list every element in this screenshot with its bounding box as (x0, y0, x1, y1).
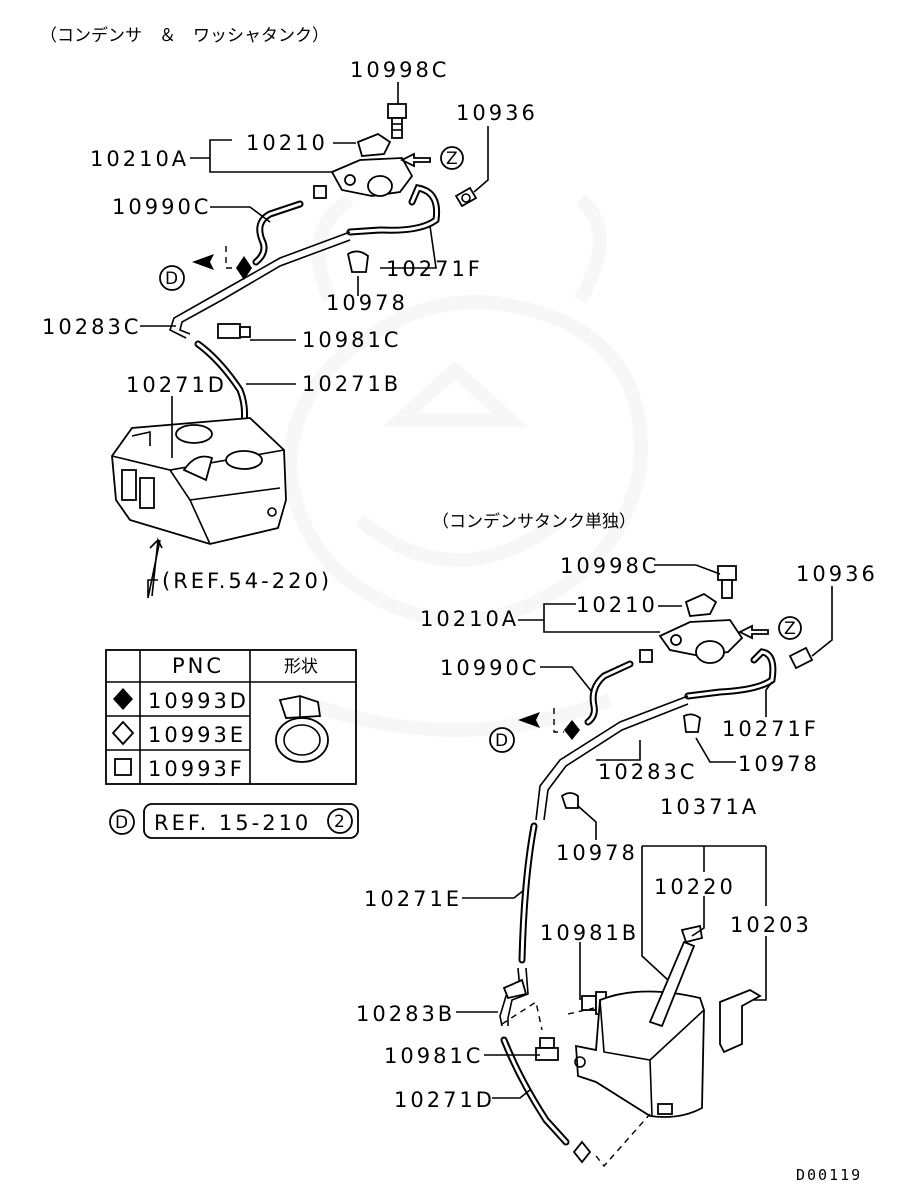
label-10990c-b: 10990C (440, 656, 539, 680)
condenser-tank-10371a-icon (574, 924, 705, 1118)
ref-box-number: 2 (334, 812, 345, 832)
legend-table: PNC 形状 10993D 10993E 10993F (105, 649, 357, 785)
d-circle-b (489, 727, 515, 753)
label-z-b: Z (784, 619, 796, 639)
clamp-10978-b2-icon (560, 792, 579, 809)
label-10936-b: 10936 (796, 562, 878, 586)
label-10981c: 10981C (302, 328, 401, 352)
filled-diamond-icon (113, 688, 133, 710)
top-section-header: （コンデンサ ＆ ワッシャタンク） (40, 25, 329, 46)
label-10283c: 10283C (42, 315, 141, 339)
label-10371a: 10371A (660, 795, 759, 819)
arrow-z-icon (399, 152, 431, 168)
label-10271d-b: 10271D (394, 1088, 495, 1112)
clamp-10978-icon (346, 250, 369, 273)
label-10981c-b: 10981C (384, 1044, 483, 1068)
label-10271e: 10271E (364, 887, 462, 911)
square-icon (114, 758, 132, 776)
footer-code: D00119 (796, 1166, 862, 1184)
label-10210a-b: 10210A (420, 607, 519, 631)
gasket-10210-b-icon (684, 592, 718, 617)
label-10210: 10210 (246, 131, 328, 155)
label-10978-b1: 10978 (738, 752, 820, 776)
z-circle-b (778, 616, 802, 640)
bracket-10203-icon (719, 988, 762, 1054)
bolt-10998c-b-icon (717, 565, 737, 599)
label-10271f: 10271F (386, 257, 483, 281)
check-valve-10981c-icon (217, 323, 251, 339)
label-10998c-b: 10998C (560, 554, 659, 578)
arrow-d-b-icon (518, 712, 540, 728)
d-circle (159, 265, 185, 291)
square-symbol-icon (313, 185, 327, 199)
ref-box-text: REF. 15-210 (154, 811, 311, 835)
watermark (282, 193, 648, 737)
arrow-d-icon (192, 254, 214, 270)
label-10283c-b: 10283C (598, 760, 697, 784)
legend-pnc-1: 10993D (148, 689, 249, 713)
bolt-10998c-icon (387, 103, 407, 139)
outline-diamond-icon (111, 720, 135, 746)
label-10936: 10936 (456, 101, 538, 125)
hose-clamp-shape-icon (275, 695, 329, 763)
ref-box-letter: D (115, 813, 128, 833)
label-10283b: 10283B (356, 1002, 455, 1026)
label-10990c: 10990C (112, 195, 211, 219)
label-10210a: 10210A (90, 147, 189, 171)
filled-diamond-symbol-b-icon (564, 720, 580, 740)
outline-diamond-symbol-icon (572, 1140, 592, 1164)
filled-diamond-symbol-icon (236, 256, 252, 280)
legend-header-shape: 形状 (284, 657, 318, 677)
legend-pnc-2: 10993E (148, 723, 246, 747)
top-assembly: 10998C 10936 10210 10210A Z 10990C D 102… (42, 58, 538, 599)
square-symbol-b-icon (639, 649, 653, 663)
clamp-10978-b1-icon (683, 713, 701, 733)
valve-body-10210a-icon (330, 157, 414, 197)
legend-pnc-3: 10993F (148, 757, 245, 781)
clip-10936-b-icon (788, 646, 814, 670)
clip-10936-icon (454, 186, 478, 208)
label-z: Z (446, 149, 458, 169)
label-10981b: 10981B (540, 921, 639, 945)
valve-body-10210a-b-icon (658, 619, 744, 664)
label-10271b: 10271B (302, 372, 401, 396)
z-circle (440, 146, 464, 170)
label-ref-54-220: (REF.54-220) (162, 569, 332, 593)
label-d: D (165, 269, 178, 289)
bottom-assembly: 10998C 10936 10210 10210A Z 10990C D 102… (356, 554, 878, 1168)
label-10978: 10978 (326, 291, 408, 315)
check-valve-10981c-b-icon (535, 1037, 559, 1061)
label-10998c: 10998C (350, 58, 449, 82)
washer-tank-icon (111, 417, 287, 545)
label-10210-b: 10210 (576, 593, 658, 617)
label-10978-b2: 10978 (556, 841, 638, 865)
label-10203: 10203 (730, 913, 812, 937)
label-10271d: 10271D (126, 373, 227, 397)
label-10271f-b: 10271F (722, 717, 819, 741)
ref-box: D REF. 15-210 2 (109, 803, 359, 839)
bottom-section-header: （コンデンサタンク単独） (432, 511, 636, 532)
legend-header-pnc: PNC (172, 654, 224, 678)
gasket-10210-icon (356, 132, 392, 157)
arrow-z-b-icon (737, 624, 769, 640)
label-d-b: D (495, 731, 508, 751)
label-10220: 10220 (654, 875, 736, 899)
